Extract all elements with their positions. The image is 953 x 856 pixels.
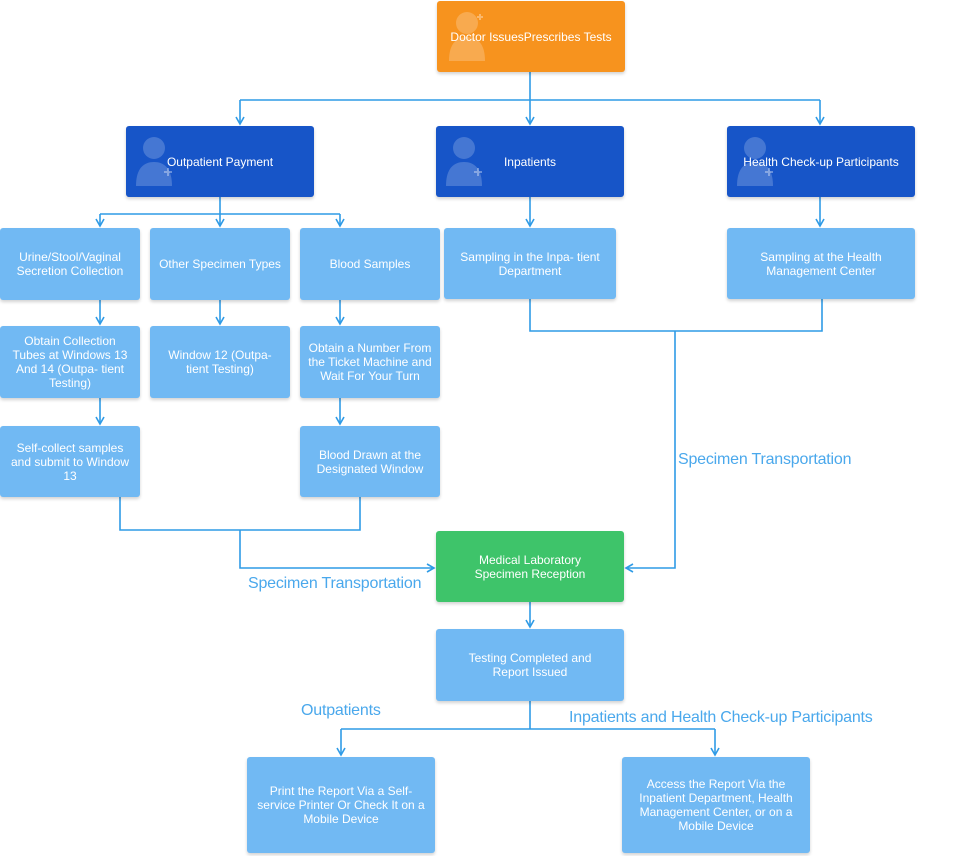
node-other-specimen-label: Other Specimen Types — [159, 257, 281, 271]
node-self-collect: Self-collect samples and submit to Windo… — [0, 426, 140, 497]
edge-label-inpatients-health: Inpatients and Health Check-up Participa… — [569, 709, 873, 726]
node-outpatient-payment: Outpatient Payment — [126, 126, 314, 197]
node-sampling-inpatient-label: Sampling in the Inpa- tient Department — [460, 249, 600, 278]
node-testing-completed-label: Testing Completed and Report Issued — [468, 651, 592, 679]
node-collection-tubes-label: Obtain Collection Tubes at Windows 13 An… — [12, 334, 128, 390]
edge-label-outpatients: Outpatients — [301, 702, 381, 719]
edge-label-specimen-transport-left: Specimen Transportation — [248, 575, 422, 592]
node-sampling-health-label: Sampling at the Health Management Center — [760, 249, 882, 278]
node-sampling-health: Sampling at the Health Management Center — [727, 228, 915, 299]
node-inpatients-label: Inpatients — [503, 154, 557, 169]
node-self-collect-label: Self-collect samples and submit to Windo… — [10, 440, 130, 483]
patient-icon — [136, 137, 172, 186]
node-ticket-label: Obtain a Number From the Ticket Machine … — [308, 341, 432, 383]
node-other-specimen: Other Specimen Types — [150, 228, 290, 300]
edge-right-to-reception — [624, 331, 676, 573]
node-blood-samples-label: Blood Samples — [329, 257, 411, 271]
doctor-icon — [449, 12, 485, 61]
node-doctor-label: Doctor IssuesPrescribes Tests — [450, 29, 612, 44]
edge-label-specimen-transport-right: Specimen Transportation — [678, 451, 852, 468]
node-sampling-inpatient: Sampling in the Inpa- tient Department — [444, 228, 616, 299]
node-health-checkup-label: Health Check-up Participants — [743, 154, 899, 169]
node-print-report-label: Print the Report Via a Self-service Prin… — [257, 784, 425, 826]
node-lab-reception-label: Medical Laboratory Specimen Reception — [474, 552, 586, 581]
node-inpatients: Inpatients — [436, 126, 624, 197]
node-blood-drawn: Blood Drawn at the Designated Window — [300, 426, 440, 497]
node-blood-drawn-label: Blood Drawn at the Designated Window — [316, 447, 424, 476]
node-blood-samples: Blood Samples — [300, 228, 440, 300]
node-testing-completed: Testing Completed and Report Issued — [436, 629, 624, 701]
edge-left-to-reception — [239, 530, 436, 573]
node-health-checkup: Health Check-up Participants — [727, 126, 915, 197]
node-doctor: Doctor IssuesPrescribes Tests — [437, 1, 625, 72]
node-collection-tubes: Obtain Collection Tubes at Windows 13 An… — [0, 326, 140, 398]
node-urine-label: Urine/Stool/Vaginal Secretion Collection — [16, 250, 124, 278]
node-access-report: Access the Report Via the Inpatient Depa… — [622, 757, 810, 853]
node-lab-reception: Medical Laboratory Specimen Reception — [436, 531, 624, 602]
node-window12-label: Window 12 (Outpa- tient Testing) — [168, 348, 272, 376]
patient-icon — [446, 137, 482, 186]
node-ticket: Obtain a Number From the Ticket Machine … — [300, 326, 440, 398]
node-outpatient-payment-label: Outpatient Payment — [166, 154, 274, 169]
node-window12: Window 12 (Outpa- tient Testing) — [150, 326, 290, 398]
node-urine: Urine/Stool/Vaginal Secretion Collection — [0, 228, 140, 300]
node-print-report: Print the Report Via a Self-service Prin… — [247, 757, 435, 853]
patient-icon — [737, 137, 773, 186]
node-access-report-label: Access the Report Via the Inpatient Depa… — [639, 777, 793, 833]
